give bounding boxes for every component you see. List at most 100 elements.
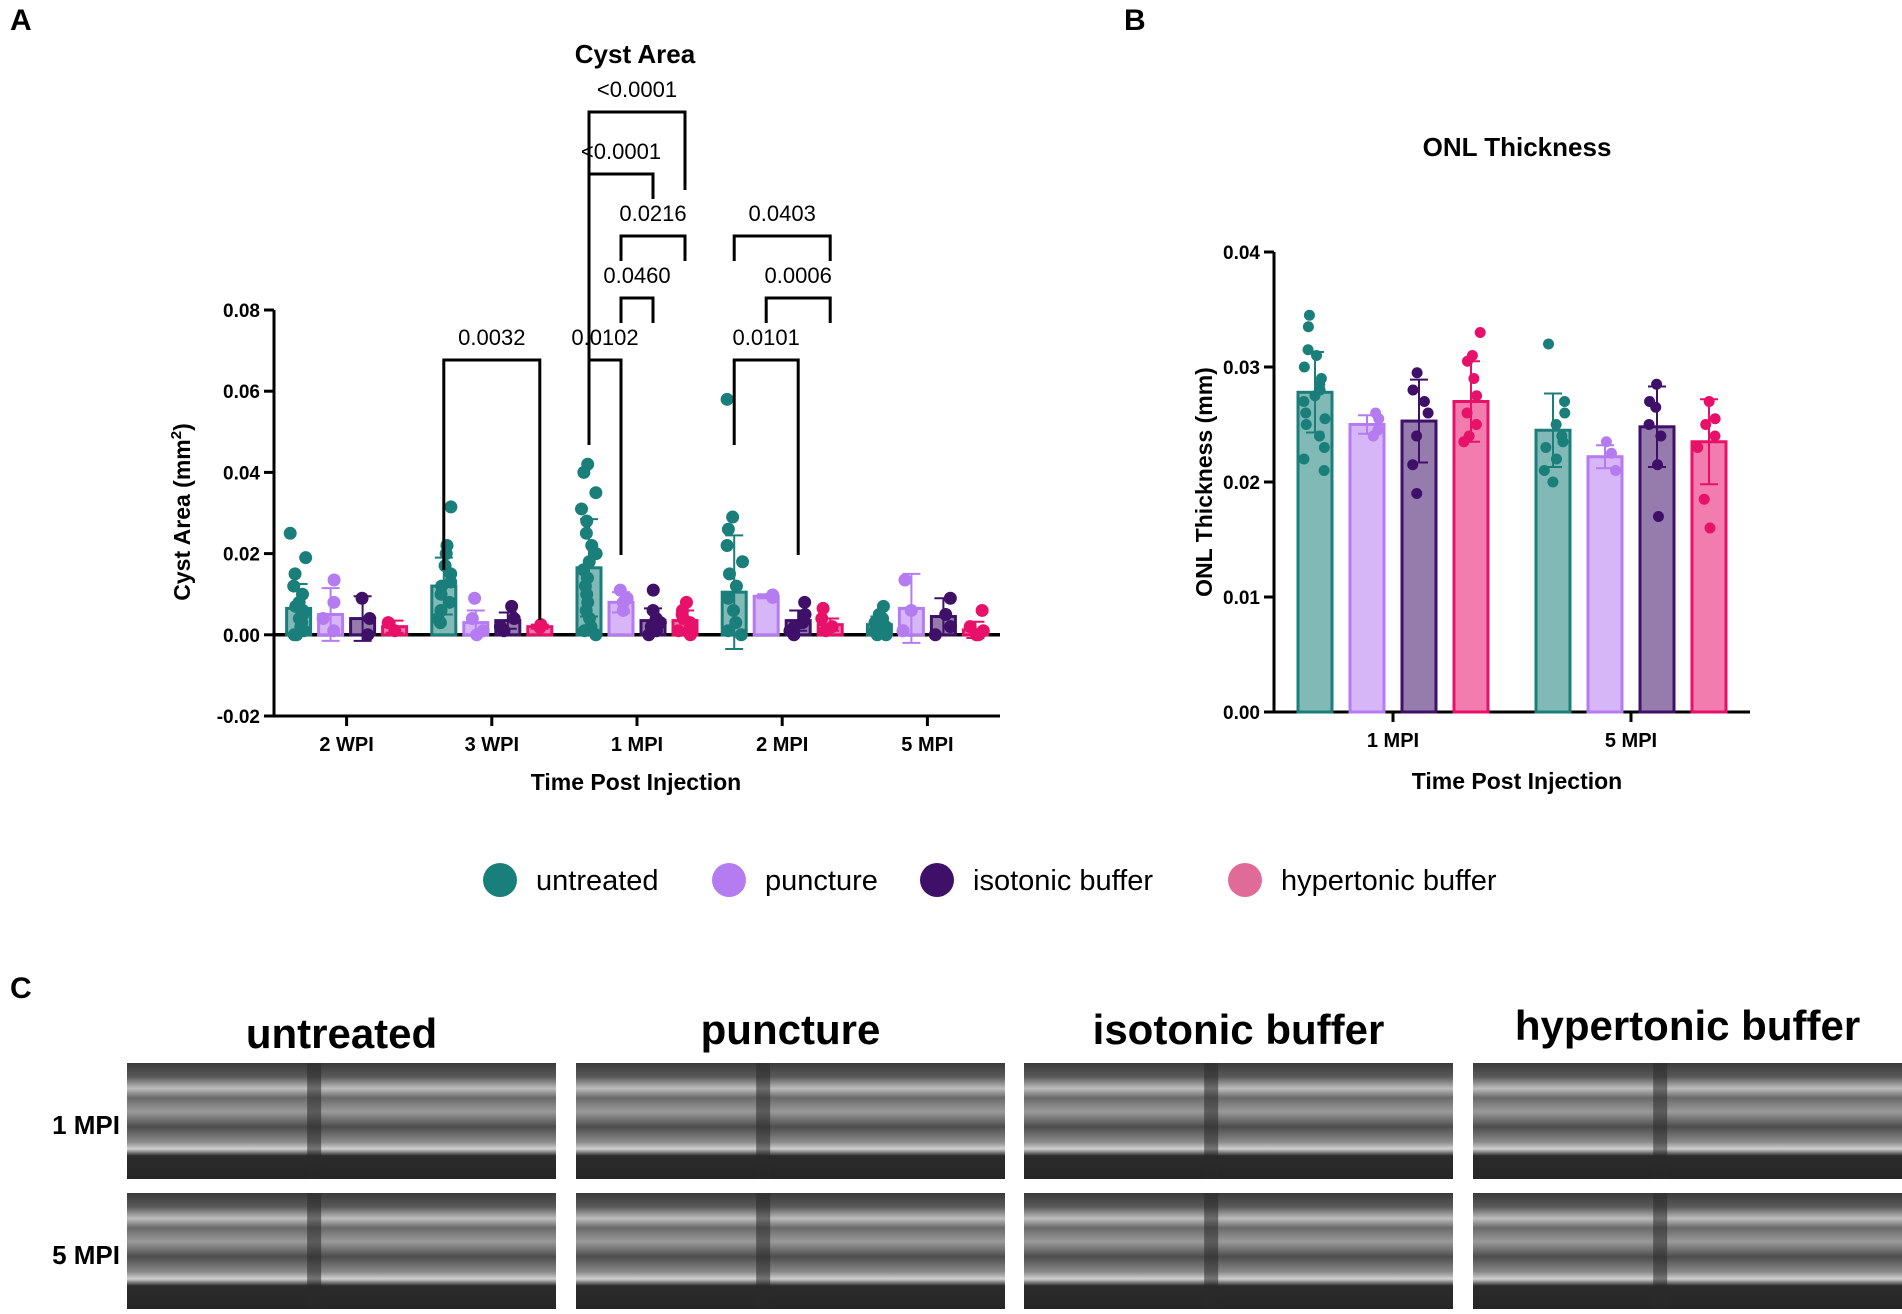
data-point bbox=[1559, 407, 1571, 419]
legend-label: untreated bbox=[536, 865, 659, 897]
data-point bbox=[465, 612, 479, 626]
data-point bbox=[1692, 442, 1704, 453]
oct-scan-image bbox=[1473, 1193, 1902, 1309]
x-tick-label: 2 MPI bbox=[756, 734, 808, 756]
oct-scan-image bbox=[1024, 1063, 1453, 1179]
legend-marker bbox=[483, 863, 517, 897]
significance-label: 0.0216 bbox=[619, 201, 686, 226]
legend-label: puncture bbox=[765, 865, 878, 897]
data-point bbox=[939, 608, 953, 621]
significance-bracket bbox=[619, 234, 687, 261]
data-point bbox=[816, 601, 830, 615]
data-point bbox=[1461, 407, 1473, 419]
data-point bbox=[1557, 436, 1569, 448]
legend: untreated puncture isotonic buffer hyperton… bbox=[483, 863, 1497, 897]
data-point bbox=[729, 579, 743, 593]
data-point bbox=[1418, 396, 1430, 407]
data-point bbox=[1471, 390, 1483, 402]
y-tick-label: -0.02 bbox=[217, 707, 260, 728]
chart-a-xlabel: Time Post Injection bbox=[531, 769, 741, 795]
onl-thickness-chart: ONL Thickness ONL Thickness (mm) Time Po… bbox=[1191, 132, 1750, 794]
legend-marker bbox=[1228, 863, 1262, 897]
oct-scan-image bbox=[127, 1193, 556, 1309]
significance-label: 0.0101 bbox=[733, 325, 800, 350]
data-point bbox=[580, 514, 594, 528]
data-point bbox=[1610, 465, 1622, 476]
bar bbox=[1296, 390, 1334, 714]
bar bbox=[1586, 455, 1624, 714]
data-point bbox=[589, 628, 603, 642]
data-point bbox=[1411, 430, 1423, 442]
data-point bbox=[1559, 396, 1571, 407]
data-point bbox=[726, 510, 740, 524]
x-tick-label: 1 MPI bbox=[1367, 730, 1419, 752]
data-point bbox=[1650, 401, 1662, 413]
data-point bbox=[1422, 407, 1434, 419]
x-tick-label: 3 WPI bbox=[465, 734, 519, 756]
data-point bbox=[507, 612, 521, 626]
significance-bracket bbox=[587, 358, 623, 555]
data-point bbox=[1298, 453, 1310, 465]
significance-bracket bbox=[587, 172, 655, 199]
data-point bbox=[361, 628, 375, 642]
data-point bbox=[1704, 522, 1716, 534]
oct-scan-image bbox=[576, 1063, 1005, 1179]
legend-label: hypertonic buffer bbox=[1281, 865, 1497, 897]
data-point bbox=[1470, 419, 1482, 430]
data-point bbox=[898, 573, 912, 587]
significance-bracket bbox=[732, 358, 800, 555]
data-point bbox=[720, 392, 734, 406]
significance-label: 0.0032 bbox=[458, 325, 525, 350]
data-point bbox=[1474, 327, 1486, 338]
image-row-label: 1 MPI bbox=[52, 1110, 120, 1140]
y-tick-label: 0.01 bbox=[1223, 588, 1260, 609]
oct-shadow bbox=[307, 1193, 322, 1309]
chart-b-xlabel: Time Post Injection bbox=[1412, 768, 1622, 794]
y-tick-label: 0.00 bbox=[1223, 703, 1260, 724]
y-tick-label: 0.04 bbox=[223, 463, 260, 484]
chart-b-ylabel: ONL Thickness (mm) bbox=[1191, 367, 1217, 597]
y-tick-label: 0.02 bbox=[223, 545, 260, 566]
data-point bbox=[1655, 430, 1667, 442]
chart-a-ylabel: Cyst Area (mm2) bbox=[168, 423, 195, 601]
oct-scan-image bbox=[1024, 1193, 1453, 1309]
data-point bbox=[943, 620, 957, 634]
data-point bbox=[1407, 459, 1419, 471]
data-point bbox=[971, 628, 985, 642]
data-point bbox=[1367, 430, 1379, 442]
significance-label: 0.0006 bbox=[765, 263, 832, 288]
data-point bbox=[1318, 465, 1330, 476]
x-tick-label: 1 MPI bbox=[611, 734, 663, 756]
bar bbox=[1452, 400, 1490, 714]
data-point bbox=[798, 595, 812, 609]
y-tick-label: 0.04 bbox=[1223, 243, 1260, 264]
data-point bbox=[1298, 396, 1310, 407]
data-point bbox=[283, 526, 297, 540]
data-point bbox=[1411, 488, 1423, 499]
y-tick-label: 0.03 bbox=[1223, 358, 1260, 379]
data-point bbox=[734, 628, 748, 642]
data-point bbox=[722, 567, 736, 581]
data-point bbox=[1298, 361, 1310, 373]
data-point bbox=[1652, 511, 1664, 522]
significance-bracket bbox=[587, 110, 687, 445]
data-point bbox=[1605, 447, 1617, 459]
panel-letter-a: A bbox=[10, 4, 32, 37]
y-tick-label: 0.06 bbox=[223, 382, 260, 403]
data-point bbox=[1547, 476, 1559, 488]
significance-label: 0.0460 bbox=[603, 263, 670, 288]
bar bbox=[1400, 419, 1438, 714]
data-point bbox=[1407, 384, 1419, 396]
data-point bbox=[975, 603, 989, 617]
data-point bbox=[1303, 309, 1315, 321]
bar bbox=[1348, 423, 1386, 714]
data-point bbox=[578, 624, 592, 638]
panel-letter-b: B bbox=[1124, 4, 1146, 37]
significance-label: <0.0001 bbox=[581, 139, 661, 164]
oct-shadow bbox=[1653, 1193, 1668, 1309]
legend-label: isotonic buffer bbox=[973, 865, 1153, 897]
image-column-title: puncture bbox=[701, 1006, 881, 1053]
image-row-label: 5 MPI bbox=[52, 1240, 120, 1270]
